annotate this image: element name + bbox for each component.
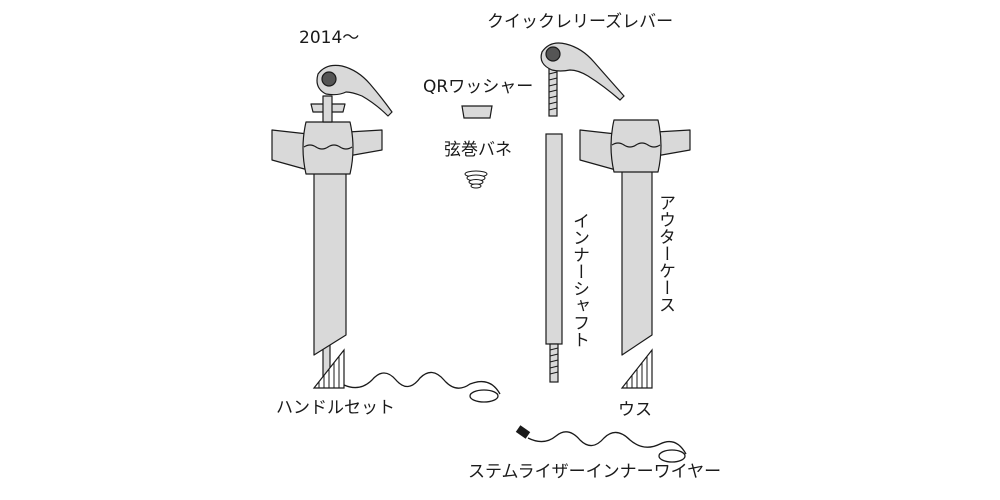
assembled-bolt-post [322,95,333,123]
assembled-tube [313,159,347,356]
inner-shaft-thread [549,343,559,383]
quick-release-lever [540,42,625,117]
label-inner-shaft: インナーシャフト [569,212,589,348]
label-year: 2014～ [299,28,360,48]
inner-wire [515,425,687,463]
label-handle-set: ハンドルセット [276,398,395,418]
label-quick-release-lever: クイックレリーズレバー [487,12,674,32]
assembled-clamp-body [302,121,354,175]
assembled-qr-lever-knob [321,71,337,87]
label-qr-washer: QRワッシャー [423,77,534,97]
inner-shaft [545,133,563,383]
label-spring: 弦巻バネ [444,140,512,160]
usu [620,348,653,389]
outer-case [579,119,691,356]
qr-washer [461,105,493,119]
assembled-stem-riser [271,64,393,381]
label-inner-wire: ステムライザーインナーワイヤー [468,462,722,482]
handle-set [312,348,345,389]
quick-release-lever-knob [545,46,561,62]
label-outer-case: アウターケース [655,194,675,313]
spring [464,170,488,189]
handle-set-wire-loop [469,389,499,403]
label-usu: ウス [618,400,652,420]
handle-set-wire [343,371,501,395]
